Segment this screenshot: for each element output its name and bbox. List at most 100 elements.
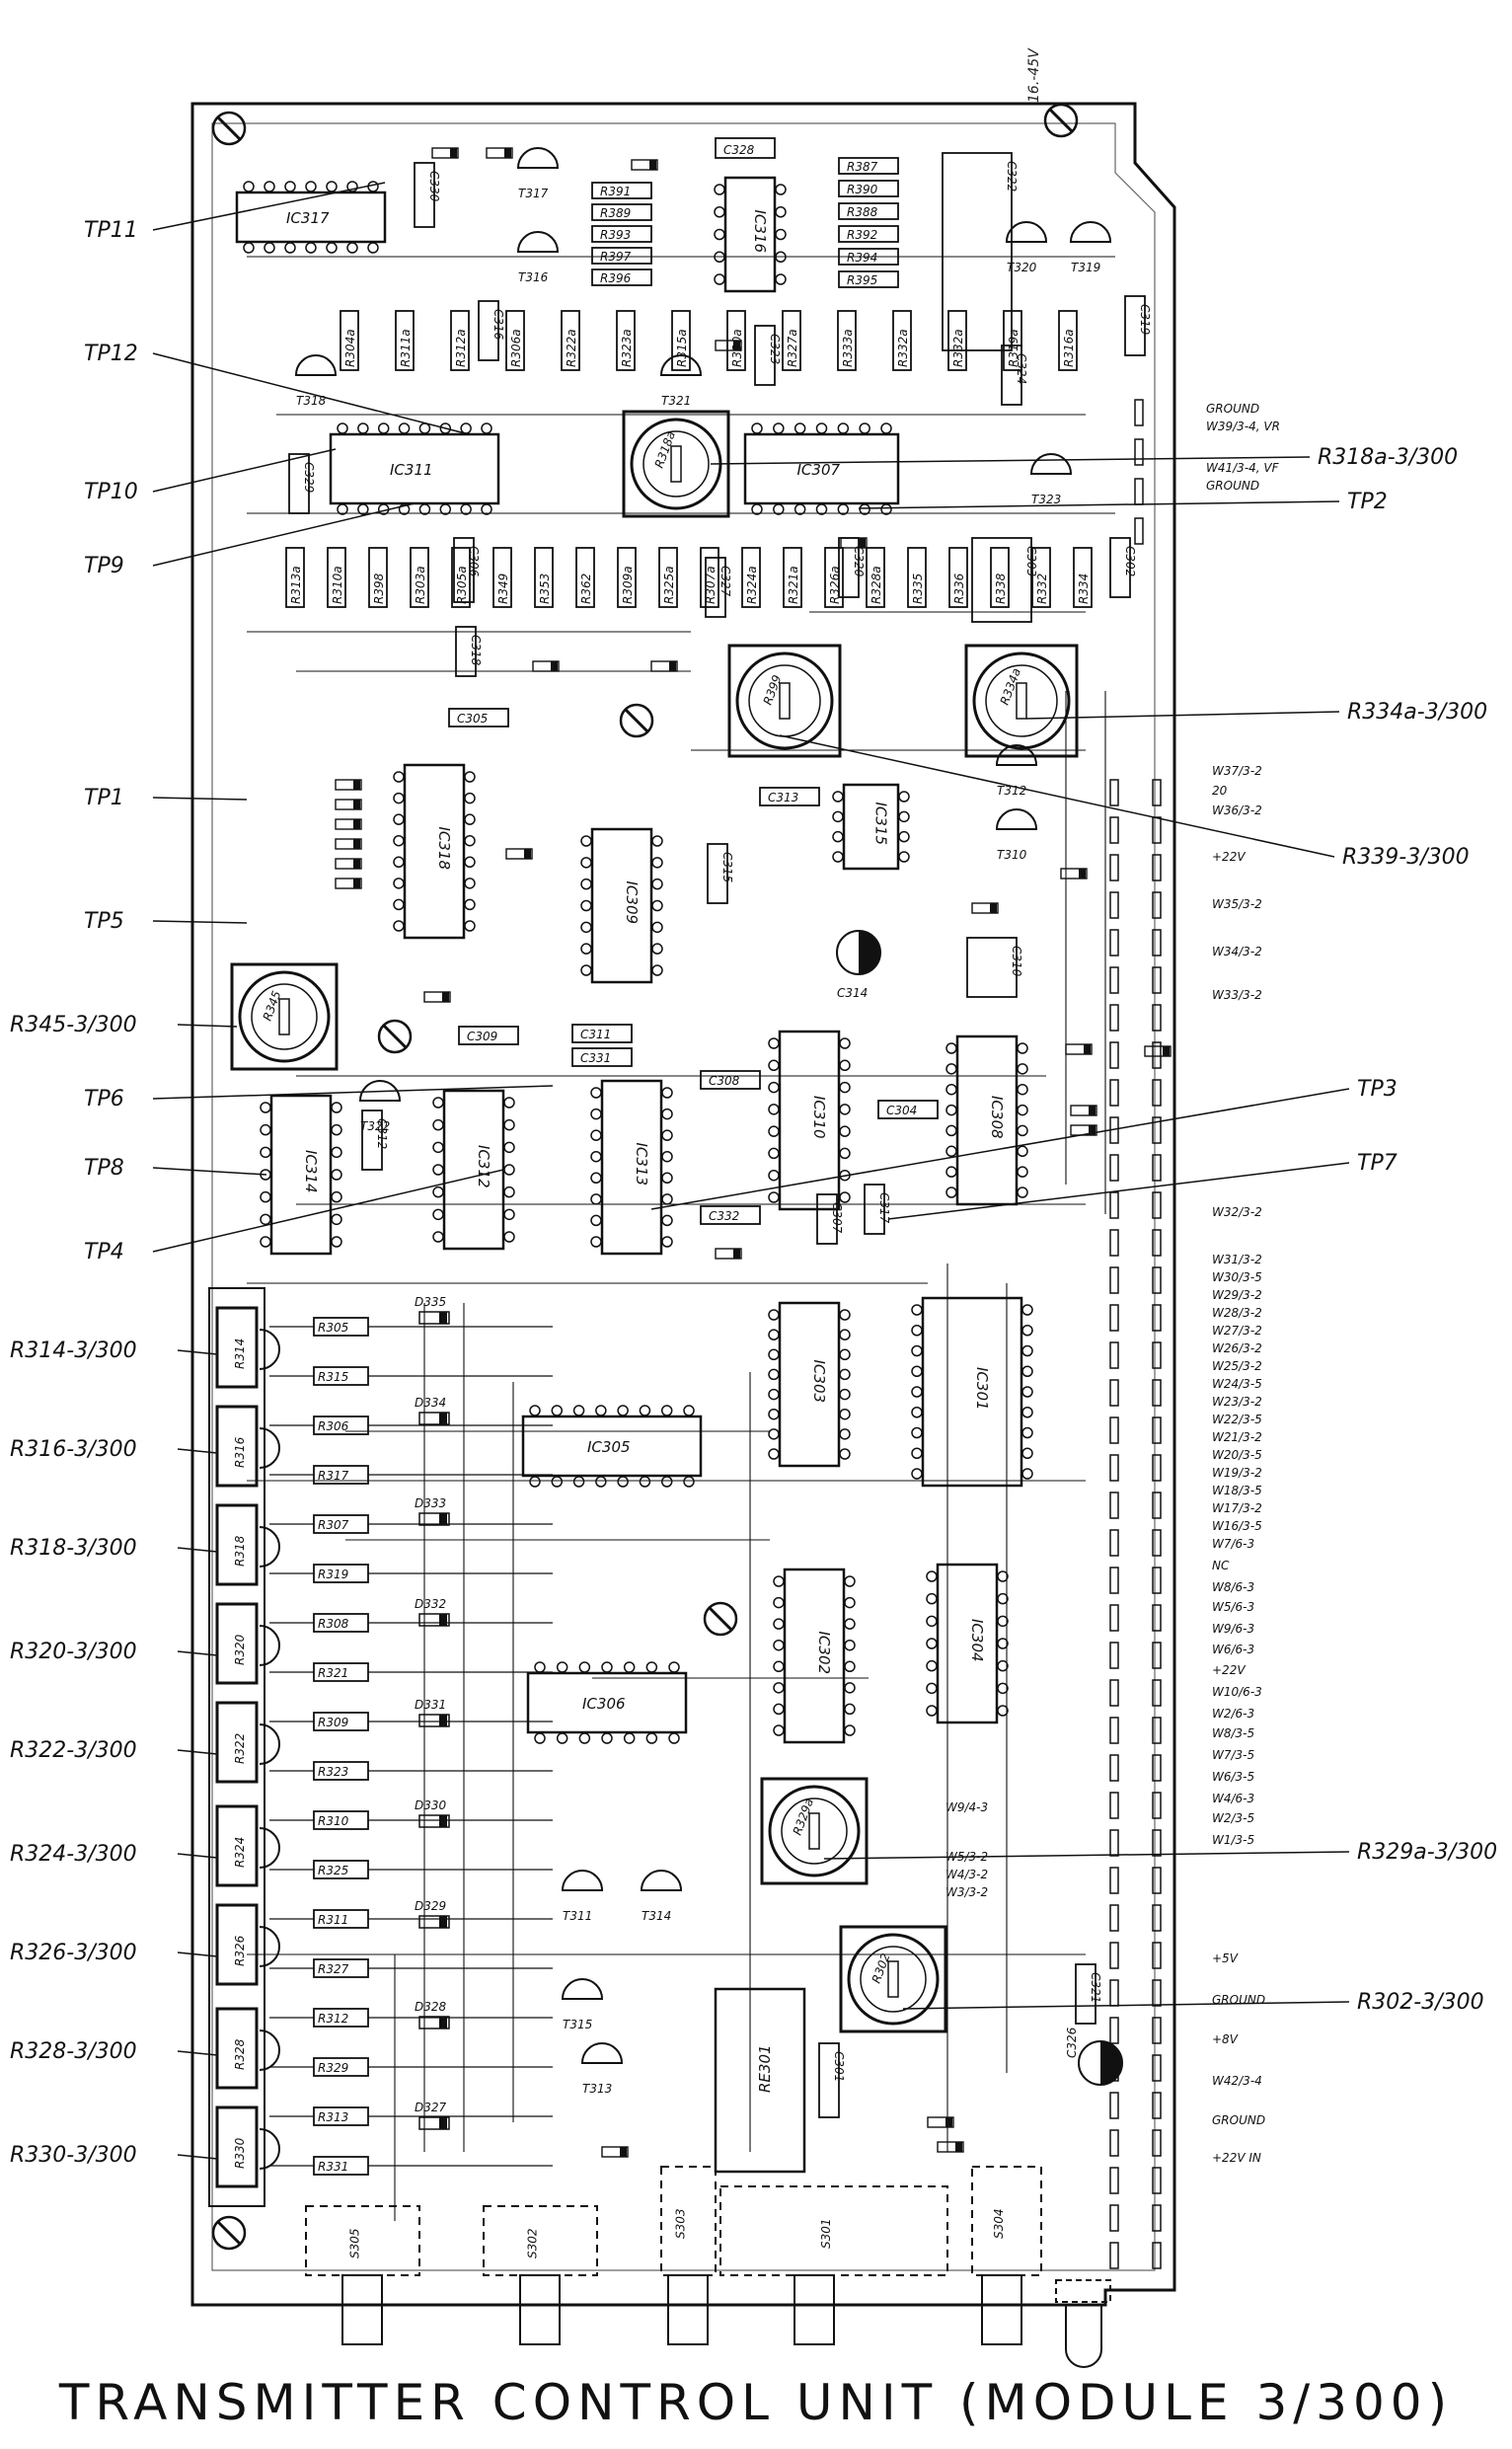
diode-label: D335 [415,1295,446,1309]
resistor-r304a [340,310,359,371]
callout-r334a-label: R334a-3/300 [1347,700,1487,725]
ic-pin [645,1732,658,1744]
resistor-r333a [837,310,857,371]
capacitor-fill [859,931,880,974]
ic-pin [529,1405,541,1416]
ic-pin [815,503,828,515]
trimmer-slot [670,445,682,483]
transistor-t316 [516,231,560,253]
connector-label: W32/3-2 [1212,1205,1262,1219]
ic-pin [768,1059,780,1072]
callout-tp5-label: TP5 [84,909,124,934]
ic-pin [768,1125,780,1137]
ic-pin [595,1476,607,1488]
switch-s304 [971,2166,1042,2276]
ic-pin [768,1348,780,1361]
callout-tp4-leader [152,1169,504,1253]
connector-label: W33/3-2 [1212,988,1262,1002]
ic-pin [768,1147,780,1160]
ic-pin [839,1125,851,1137]
resistor-label: R311 [318,1913,348,1927]
ic-pin [839,1309,851,1321]
capacitor-c301 [818,2042,840,2118]
trimmer-pot-r334a [972,651,1071,750]
connector-label: W21/3-2 [1212,1430,1262,1444]
capacitor-label: C328 [723,143,755,157]
callout-r320-leader [177,1650,218,1656]
connector-pad [1152,1041,1162,1069]
inner-connector-label: W3/3-2 [945,1885,988,1899]
ic-pin [773,1682,785,1694]
left-resistor-r320 [215,1602,259,1685]
callout-r328-label: R328-3/300 [10,2039,137,2064]
ic-pin [945,1083,957,1096]
diode-band [442,992,449,1002]
diode-label: D333 [415,1496,446,1510]
resistor-r332 [1031,547,1051,608]
callout-r302-leader [902,2001,1350,2010]
resistor-label: R323 [318,1765,348,1779]
resistor-label: R309a [621,566,635,604]
diode-band [1084,1044,1091,1054]
left-resistor-r326 [215,1903,259,1986]
resistor-label: R349 [496,574,510,604]
diode-d335 [418,1311,450,1325]
diode-d330 [418,1814,450,1828]
resistor-label: R332 [1035,574,1049,604]
diode-band [649,160,656,170]
connector-label: W1/3-5 [1212,1833,1254,1847]
ic-pin [556,1732,568,1744]
ic-pin [432,1118,444,1131]
callout-tp11-label: TP11 [84,218,138,243]
left-resistor-label: R318 [233,1535,247,1567]
resistor-label: R306 [318,1419,349,1433]
ic-pin [439,503,452,515]
connector-pad [1152,1004,1162,1032]
resistor-r389 [591,203,652,221]
connector-pad [1109,1604,1119,1632]
resistor-r327a [782,310,801,371]
ic-pin [580,835,592,847]
ic-pin [1017,1145,1028,1158]
ic-label: IC307 [797,461,841,479]
ic-pin [1021,1325,1033,1337]
ic-pin [768,1037,780,1049]
ic-pin [832,851,844,863]
resistor-r328a [866,547,885,608]
ic-pin [460,503,472,515]
ic-label: IC301 [973,1367,991,1411]
connector-pad [1152,1829,1162,1857]
ic-pin [773,1618,785,1630]
connector-pad [1109,1567,1119,1594]
transistor-t311 [561,1870,604,1891]
ic-pin [839,1368,851,1381]
ic-pin [945,1104,957,1116]
ic-pin [668,1661,680,1673]
ic-pin [578,1732,591,1744]
ic-pin [432,1208,444,1221]
connector-pad [1109,2054,1119,2082]
capacitor-label: C311 [580,1028,611,1041]
capacitor-c302 [1109,537,1131,598]
ic-pin [773,1660,785,1673]
callout-r316-label: R316-3/300 [10,1437,137,1462]
resistor-label: R311a [399,329,413,367]
ic-pin [926,1638,938,1649]
connector-label: W17/3-2 [1212,1501,1262,1515]
ic-pin [260,1213,271,1226]
callout-r318-label: R318-3/300 [10,1536,137,1561]
capacitor-c319 [1124,295,1146,356]
left-resistor-r318 [215,1503,259,1586]
resistor-label: R332a [951,329,965,367]
resistor-r335 [907,547,927,608]
trimmer-pot-r329a [768,1785,861,1877]
connector-pad [1152,1266,1162,1294]
resistor-label: R393 [600,228,631,242]
screw-slot [708,1606,733,1632]
switch-s303 [660,2166,717,2276]
resistor-label: R325a [662,566,676,604]
ic-pin [997,1570,1009,1582]
diode-band [439,2117,447,2129]
left-resistor-r316 [215,1405,259,1488]
resistor-label: R390 [847,183,878,196]
